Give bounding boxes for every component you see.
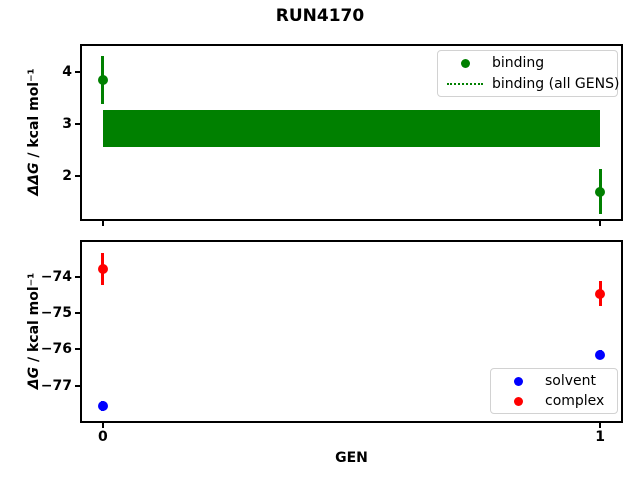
legend-entry-complex: complex	[497, 391, 611, 411]
binding-marker-swatch	[444, 58, 486, 68]
legend-label-complex: complex	[545, 393, 605, 409]
y-tick-mark	[75, 384, 80, 387]
y-tick-mark	[75, 70, 80, 73]
marker-solvent	[595, 349, 606, 360]
legend-label-solvent: solvent	[545, 373, 597, 389]
marker-binding	[595, 186, 606, 197]
y-tick-mark	[75, 122, 80, 125]
band-binding-all-gens	[102, 109, 601, 147]
green-dotted-line-icon	[447, 82, 483, 85]
bottom-legend: solvent complex	[490, 368, 618, 414]
red-dot-icon	[513, 396, 523, 406]
blue-dot-icon	[513, 376, 523, 386]
legend-label-binding: binding	[492, 55, 545, 72]
marker-binding	[97, 75, 108, 86]
y-tick-label: −74	[40, 268, 72, 285]
x-tick-mark	[599, 221, 602, 226]
x-tick-mark	[101, 221, 104, 226]
legend-entry-solvent: solvent	[497, 371, 611, 391]
solvent-marker-swatch	[497, 376, 539, 386]
y-tick-label: −77	[40, 377, 72, 394]
y-tick-mark	[75, 275, 80, 278]
legend-entry-binding-all-gens: binding (all GENS)	[444, 74, 619, 95]
marker-complex	[595, 288, 606, 299]
legend-entry-binding: binding	[444, 53, 611, 74]
x-tick-label: 0	[97, 429, 108, 445]
bottom-y-axis-label: ΔG / kcal mol⁻¹	[24, 211, 44, 451]
x-tick-label: 1	[595, 429, 605, 445]
marker-complex	[97, 263, 108, 274]
y-tick-mark	[75, 311, 80, 314]
marker-solvent	[97, 400, 108, 411]
x-tick-mark	[101, 423, 104, 428]
y-tick-label: −76	[40, 341, 72, 358]
y-tick-mark	[75, 348, 80, 351]
green-dot-icon	[460, 58, 470, 68]
x-tick-mark	[599, 423, 602, 428]
y-tick-label: 4	[62, 63, 72, 80]
figure-title: RUN4170	[275, 6, 365, 26]
complex-marker-swatch	[497, 396, 539, 406]
y-tick-label: 3	[62, 115, 72, 132]
legend-label-binding-all-gens: binding (all GENS)	[492, 75, 620, 92]
top-legend: binding binding (all GENS)	[437, 50, 619, 97]
x-axis-label: GEN	[335, 450, 368, 466]
y-tick-mark	[75, 174, 80, 177]
y-tick-label: 2	[62, 167, 72, 184]
y-tick-label: −75	[40, 304, 72, 321]
binding-all-gens-swatch	[444, 82, 486, 85]
